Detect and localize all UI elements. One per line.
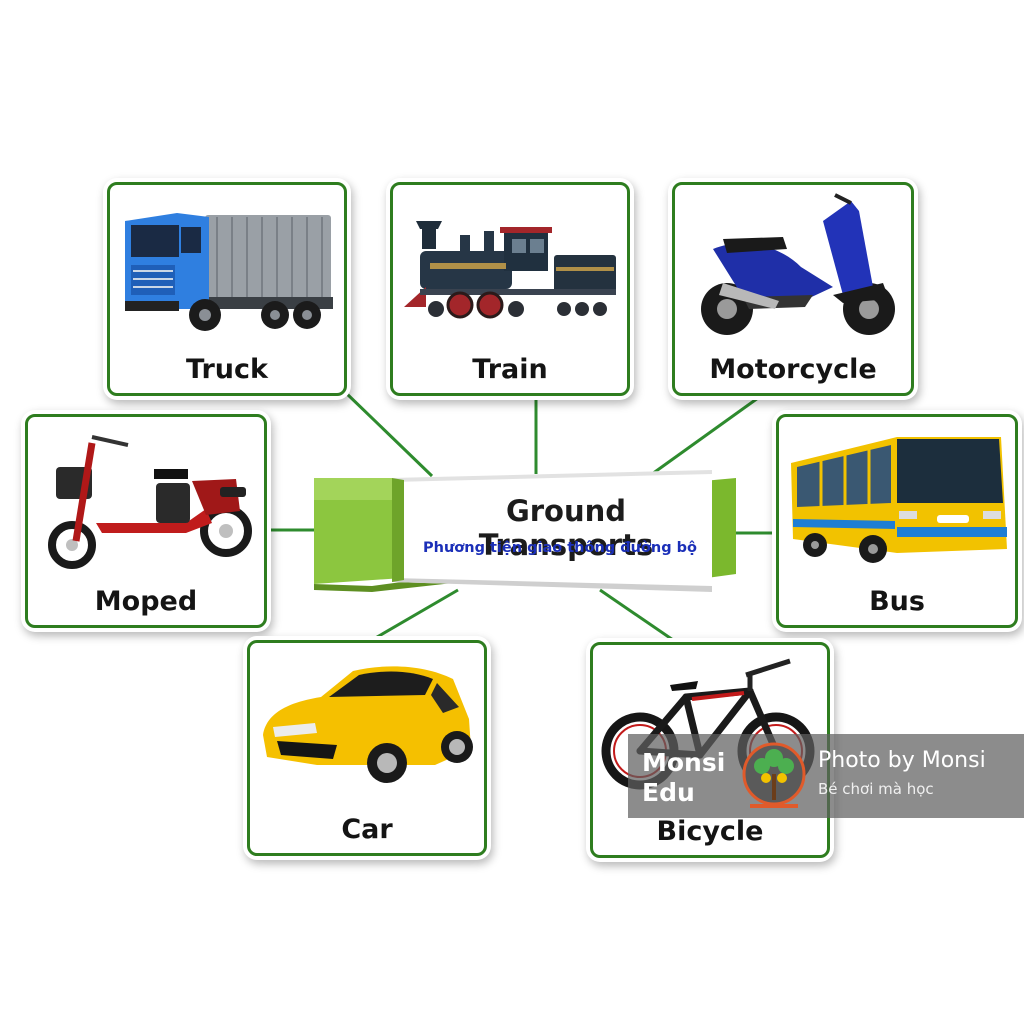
truck-card: Truck <box>107 182 347 396</box>
central-topic-banner: Ground Transports Phương tiện giao thông… <box>312 470 736 592</box>
car-label: Car <box>341 814 393 845</box>
truck-label: Truck <box>186 354 268 385</box>
moped-icon <box>34 423 258 573</box>
motorcycle-label: Motorcycle <box>709 354 877 385</box>
bicycle-label: Bicycle <box>656 816 764 847</box>
watermark-brand-line2: Edu <box>642 778 695 807</box>
watermark-tagline: Bé chơi mà học <box>818 780 934 798</box>
watermark-banner: Monsi Edu Photo by Monsi Bé chơi mà học <box>628 734 1024 818</box>
diagram-subtitle: Phương tiện giao thông đường bộ <box>423 540 697 556</box>
bus-card: Bus <box>776 414 1018 628</box>
motorcycle-card: Motorcycle <box>672 182 914 396</box>
train-card: Train <box>390 182 630 396</box>
truck-icon <box>116 191 338 341</box>
watermark-brand: Monsi Edu <box>642 748 725 808</box>
steam-train-icon <box>399 191 621 341</box>
bus-icon <box>785 423 1009 573</box>
train-label: Train <box>472 354 548 385</box>
diagram-title: Ground Transports <box>478 494 654 562</box>
bus-label: Bus <box>869 586 925 617</box>
watermark-credit: Photo by Monsi <box>818 748 986 773</box>
monsi-edu-logo <box>742 742 806 808</box>
motorcycle-icon <box>681 191 905 341</box>
green-ribbon <box>314 470 736 592</box>
moped-card: Moped <box>25 414 267 628</box>
watermark-brand-line1: Monsi <box>642 748 726 777</box>
car-card: Car <box>247 640 487 856</box>
car-icon <box>256 649 478 799</box>
moped-label: Moped <box>94 586 198 617</box>
